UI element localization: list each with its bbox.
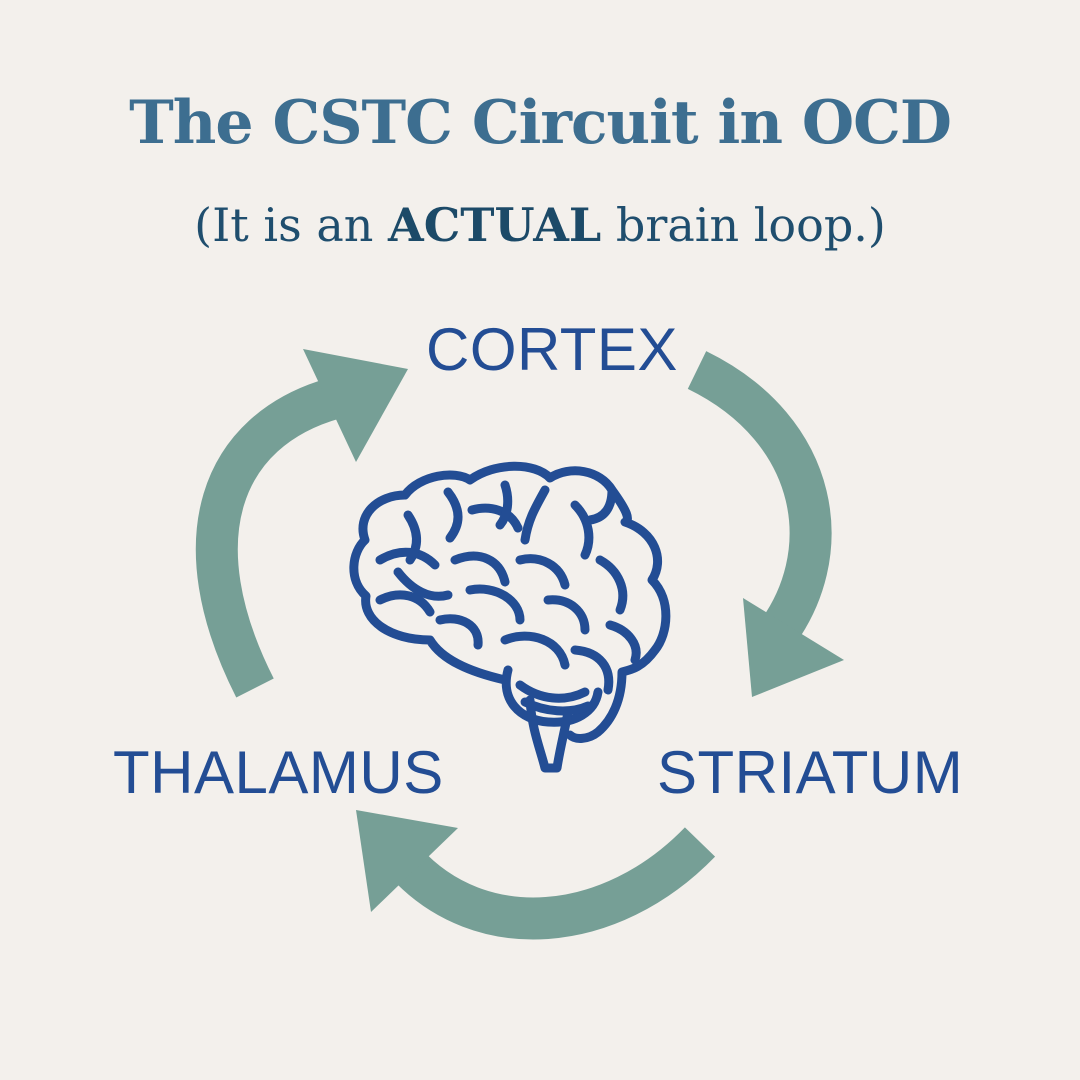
- arrow-striatum-to-thalamus: [356, 810, 716, 940]
- node-striatum-label: STRIATUM: [657, 739, 964, 806]
- subtitle-open: (It is an: [194, 198, 388, 252]
- page-title: The CSTC Circuit in OCD: [129, 88, 952, 158]
- node-thalamus-label: THALAMUS: [113, 739, 444, 806]
- node-cortex-label: CORTEX: [426, 316, 678, 383]
- arrow-thalamus-to-cortex: [195, 349, 408, 698]
- subtitle: (It is an ACTUAL brain loop.): [0, 198, 1080, 252]
- subtitle-close: brain loop.): [601, 198, 886, 252]
- arrow-cortex-to-striatum: [687, 351, 844, 697]
- brain-icon: [349, 461, 671, 773]
- subtitle-emphasis: ACTUAL: [388, 198, 602, 252]
